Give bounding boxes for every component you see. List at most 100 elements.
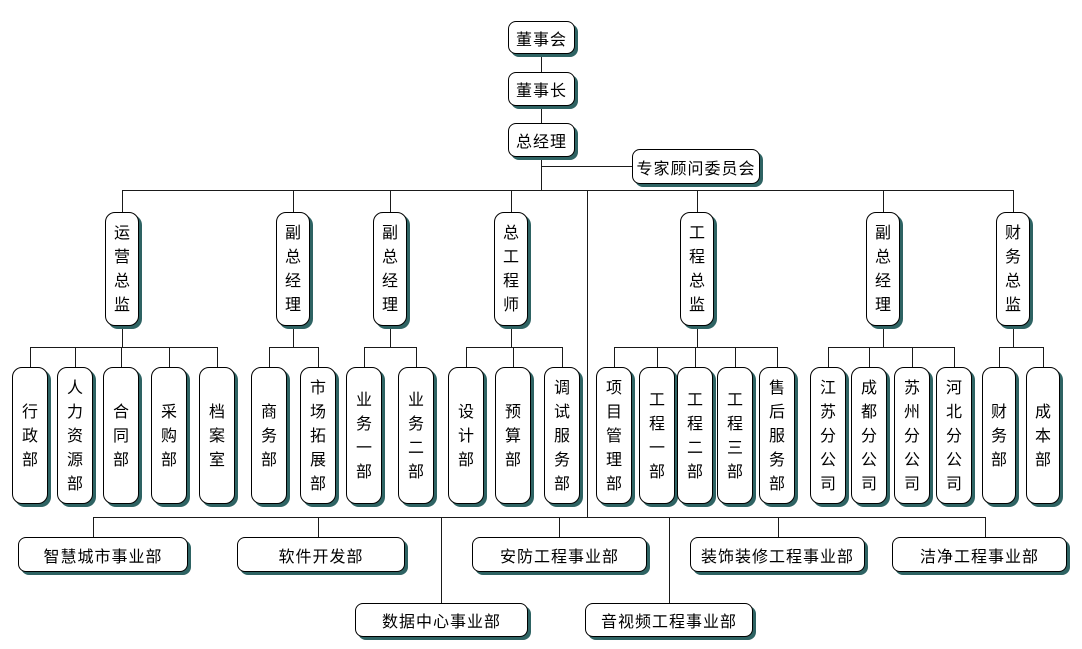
connector-line — [912, 347, 913, 367]
org-node-admin-dept: 行政部 — [12, 367, 48, 504]
connector-line — [777, 347, 778, 367]
org-node-label: 业务一部 — [356, 389, 373, 481]
connector-line — [30, 347, 217, 348]
org-node-label: 采购部 — [161, 401, 178, 469]
connector-line — [511, 326, 512, 347]
connector-line — [697, 326, 698, 347]
org-node-label: 行政部 — [22, 401, 39, 469]
connector-line — [541, 54, 542, 72]
connector-line — [735, 347, 736, 367]
org-node-label: 苏州分公司 — [904, 377, 921, 493]
org-node-engineering-director: 工程总监 — [680, 212, 714, 326]
org-node-label: 档案室 — [209, 401, 226, 469]
connector-line — [318, 517, 319, 537]
connector-line — [318, 347, 319, 367]
org-node-suzhou-branch: 苏州分公司 — [894, 367, 930, 504]
org-node-label: 设计部 — [458, 401, 475, 469]
connector-line — [954, 347, 955, 367]
connector-line — [985, 517, 986, 537]
org-node-design-dept: 设计部 — [448, 367, 484, 504]
connector-line — [169, 347, 170, 367]
org-node-label: 项目管理部 — [606, 377, 623, 493]
org-node-label: 董事长 — [515, 81, 567, 100]
connector-line — [614, 347, 615, 367]
org-node-label: 洁净工程事业部 — [919, 546, 1039, 566]
connector-line — [93, 517, 94, 537]
connector-line — [587, 190, 588, 517]
org-node-label: 副总经理 — [382, 223, 399, 314]
org-node-label: 装饰装修工程事业部 — [700, 546, 854, 566]
org-node-general-manager: 总经理 — [508, 123, 575, 157]
org-node-hr-dept: 人力资源部 — [57, 367, 93, 504]
org-node-commissioning-service-dept: 调试服务部 — [544, 367, 580, 504]
org-node-label: 调试服务部 — [554, 377, 571, 493]
org-node-chairman: 董事长 — [508, 72, 575, 106]
org-node-deputy-general-manager-1: 副总经理 — [276, 212, 310, 326]
connector-line — [1013, 326, 1014, 347]
org-node-security-engineering-division: 安防工程事业部 — [472, 537, 647, 572]
org-node-chief-engineer: 总工程师 — [494, 212, 528, 326]
org-node-label: 软件开发部 — [278, 546, 364, 566]
connector-line — [541, 157, 542, 190]
connector-line — [122, 326, 123, 347]
connector-line — [559, 517, 560, 537]
connector-line — [441, 517, 442, 603]
org-node-label: 河北分公司 — [946, 377, 963, 493]
org-node-hebei-branch: 河北分公司 — [936, 367, 972, 504]
connector-line — [695, 347, 696, 367]
connector-line — [513, 347, 514, 367]
connector-line — [466, 347, 562, 348]
connector-line — [883, 326, 884, 347]
connector-line — [122, 190, 123, 212]
org-node-label: 安防工程事业部 — [499, 546, 619, 566]
connector-line — [466, 347, 467, 367]
org-node-label: 工程二部 — [687, 389, 704, 481]
org-node-budget-dept: 预算部 — [495, 367, 531, 504]
org-node-jiangsu-branch: 江苏分公司 — [810, 367, 846, 504]
org-node-archives-office: 档案室 — [199, 367, 235, 504]
connector-line — [541, 106, 542, 123]
org-node-label: 市场拓展部 — [310, 377, 327, 493]
org-node-expert-advisory-committee: 专家顾问委员会 — [632, 149, 760, 184]
org-node-label: 数据中心事业部 — [381, 612, 501, 631]
connector-line — [541, 166, 632, 167]
org-node-label: 业务二部 — [408, 389, 425, 481]
org-node-business-unit-2: 业务二部 — [398, 367, 434, 504]
org-node-label: 成都分公司 — [861, 377, 878, 493]
connector-line — [122, 190, 1013, 191]
org-node-label: 合同部 — [113, 401, 130, 469]
org-node-label: 成本部 — [1035, 401, 1052, 469]
connector-line — [869, 347, 870, 367]
org-node-label: 智慧城市事业部 — [43, 546, 163, 566]
org-node-label: 总经理 — [515, 132, 567, 151]
org-node-label: 人力资源部 — [67, 377, 84, 493]
org-node-label: 副总经理 — [285, 223, 302, 314]
org-node-finance-director: 财务总监 — [996, 212, 1030, 326]
org-node-label: 财务部 — [991, 401, 1008, 469]
org-node-smart-city-division: 智慧城市事业部 — [18, 537, 188, 572]
connector-line — [269, 347, 318, 348]
connector-line — [75, 347, 76, 367]
connector-line — [669, 517, 670, 603]
connector-line — [562, 347, 563, 367]
connector-line — [30, 347, 31, 367]
org-node-data-center-division: 数据中心事业部 — [355, 603, 528, 637]
connector-line — [390, 190, 391, 212]
connector-line — [121, 347, 122, 367]
org-node-chengdu-branch: 成都分公司 — [851, 367, 887, 504]
connector-line — [293, 190, 294, 212]
org-node-software-dev-dept: 软件开发部 — [237, 537, 405, 572]
org-node-av-engineering-division: 音视频工程事业部 — [585, 603, 753, 637]
org-node-label: 财务总监 — [1005, 223, 1022, 314]
connector-line — [1013, 190, 1014, 212]
org-node-business-dept: 商务部 — [251, 367, 287, 504]
org-node-deputy-general-manager-2: 副总经理 — [373, 212, 407, 326]
org-node-deputy-general-manager-3: 副总经理 — [866, 212, 900, 326]
org-node-label: 音视频工程事业部 — [600, 612, 737, 631]
org-node-business-unit-1: 业务一部 — [346, 367, 382, 504]
connector-line — [828, 347, 954, 348]
connector-line — [364, 347, 365, 367]
connector-line — [217, 347, 218, 367]
org-node-label: 售后服务部 — [769, 377, 786, 493]
